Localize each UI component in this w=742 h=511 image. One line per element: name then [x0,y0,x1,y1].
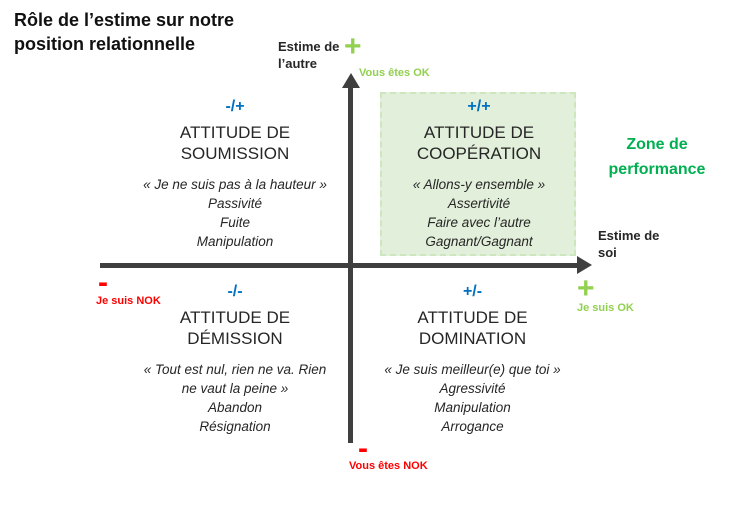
quadrant-item: « Tout est nul, rien ne va. Rien [143,362,327,377]
quadrant-soumission-items: « Je ne suis pas à la hauteur » Passivit… [110,175,360,251]
performance-zone-label-line1: Zone de [626,136,688,153]
quadrant-demission-items: « Tout est nul, rien ne va. Rien ne vaut… [110,360,360,436]
y-axis-label-line1: Estime de [278,39,340,54]
quadrant-demission-heading-line1: ATTITUDE DE [179,308,291,327]
quadrant-demission: -/- ATTITUDE DE DÉMISSION « Tout est nul… [110,282,360,436]
quadrant-cooperation-heading-line1: ATTITUDE DE [423,123,535,142]
y-axis-arrow-icon [342,73,360,88]
quadrant-item: Manipulation [196,234,274,249]
x-axis-minus-caption: Je suis NOK [96,295,161,307]
quadrant-domination-heading-line1: ATTITUDE DE [417,308,528,327]
quadrant-domination-heading-line2: DOMINATION [418,329,527,348]
quadrant-soumission-heading-line2: SOUMISSION [180,144,290,163]
quadrant-item: Agressivité [439,381,506,396]
quadrant-domination-items: « Je suis meilleur(e) que toi » Agressiv… [355,360,590,436]
page-title: Rôle de l’estime sur notre position rela… [14,8,234,56]
y-axis-label-line2: l’autre [278,56,318,71]
quadrant-soumission-sign: -/+ [225,98,245,115]
quadrant-soumission-heading: ATTITUDE DE SOUMISSION [110,122,360,164]
performance-zone-box [380,92,576,256]
quadrant-item: Abandon [207,400,263,415]
quadrant-cooperation-heading: ATTITUDE DE COOPÉRATION [383,122,575,164]
quadrant-item: « Je ne suis pas à la hauteur » [143,177,327,192]
quadrant-demission-sign: -/- [227,283,243,300]
page-title-line1: Rôle de l’estime sur notre [14,10,235,30]
y-axis-plus-sign: + [344,30,362,63]
quadrant-cooperation-items: « Allons-y ensemble » Assertivité Faire … [383,175,575,251]
quadrant-item: Manipulation [434,400,511,415]
y-axis-minus-caption: Vous êtes NOK [349,460,428,472]
performance-zone-label-line2: performance [608,161,706,178]
x-axis-plus-caption: Je suis OK [577,302,634,314]
quadrant-domination-heading: ATTITUDE DE DOMINATION [355,307,590,349]
y-axis-label: Estime de l’autre [278,38,339,72]
quadrant-item: Gagnant/Gagnant [425,234,533,249]
x-axis [100,263,580,268]
quadrant-item: Passivité [207,196,263,211]
quadrant-cooperation-heading-line2: COOPÉRATION [416,144,542,163]
quadrant-item: Faire avec l’autre [427,215,531,230]
y-axis-plus-caption: Vous êtes OK [359,67,430,79]
x-axis-label: Estime de soi [598,227,659,261]
quadrant-item: « Je suis meilleur(e) que toi » [384,362,561,377]
quadrant-item: Résignation [199,419,271,434]
quadrant-item: « Allons-y ensemble » [412,177,546,192]
quadrant-soumission-heading-line1: ATTITUDE DE [179,123,291,142]
x-axis-minus-sign: - [98,266,108,299]
x-axis-plus-sign: + [577,272,595,305]
x-axis-label-line2: soi [598,245,617,260]
quadrant-item: Fuite [219,215,250,230]
quadrant-cooperation: +/+ ATTITUDE DE COOPÉRATION « Allons-y e… [383,97,575,251]
y-axis-minus-sign: - [358,432,368,465]
quadrant-domination-sign: +/- [462,283,483,300]
performance-zone-label: Zone de performance [592,132,722,182]
quadrant-demission-heading-line2: DÉMISSION [187,329,283,348]
x-axis-arrow-icon [577,256,592,274]
page-title-line2: position relationnelle [14,34,196,54]
quadrant-domination: +/- ATTITUDE DE DOMINATION « Je suis mei… [355,282,590,436]
quadrant-item: Assertivité [447,196,511,211]
quadrant-demission-heading: ATTITUDE DE DÉMISSION [110,307,360,349]
quadrant-item: Arrogance [441,419,504,434]
x-axis-label-line1: Estime de [598,228,660,243]
quadrant-item: ne vaut la peine » [181,381,289,396]
quadrant-cooperation-sign: +/+ [467,98,491,115]
quadrant-soumission: -/+ ATTITUDE DE SOUMISSION « Je ne suis … [110,97,360,251]
